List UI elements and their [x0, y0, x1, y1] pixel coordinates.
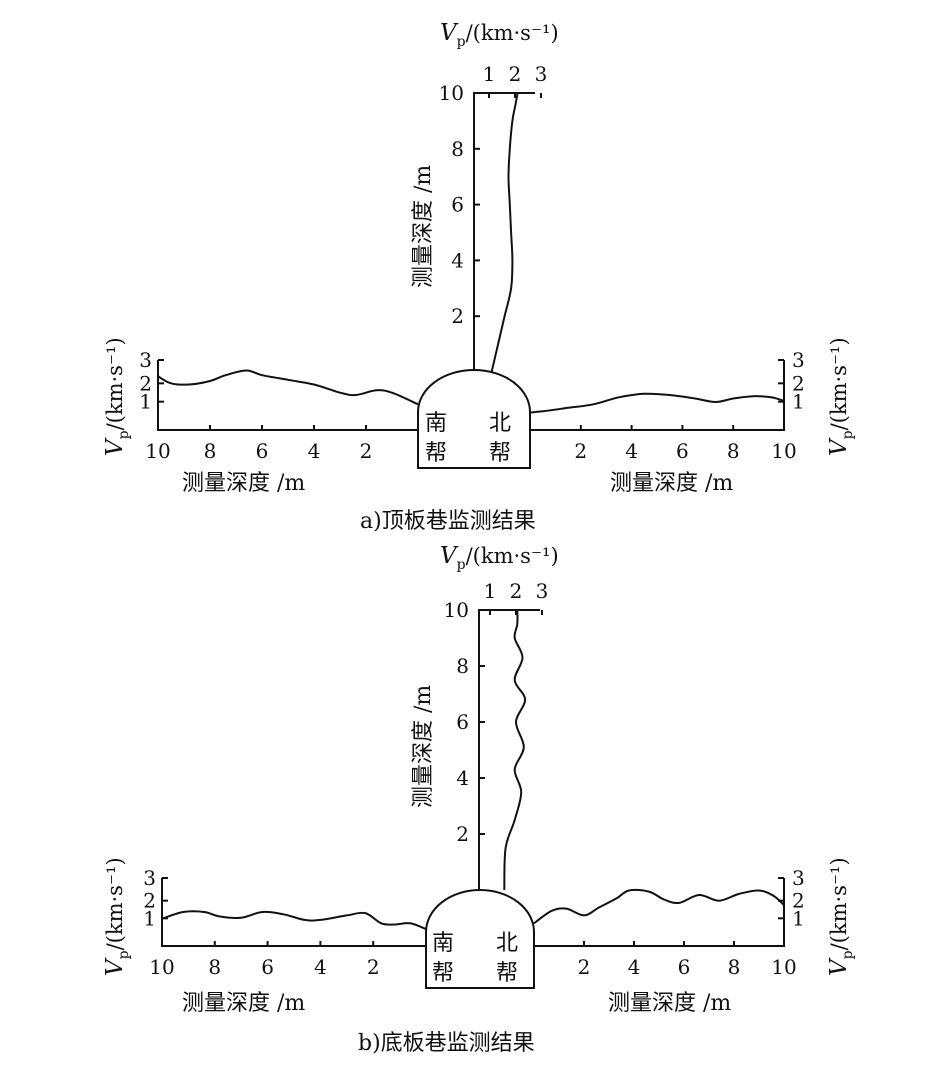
panel-a-left-ytick-label: 3 — [139, 348, 152, 372]
panel-b-north-label-2: 帮 — [496, 961, 518, 986]
panel-b-left-xtick-label: 10 — [149, 955, 174, 979]
panel-b-right-ytick-label: 1 — [792, 906, 805, 930]
panel-a-vertical-ytick-label: 10 — [439, 81, 464, 105]
panel-b-left-ytick-label: 3 — [143, 866, 156, 890]
panel-a-north-label-2: 帮 — [489, 441, 511, 466]
panel-b-right-ytick-label: 3 — [792, 866, 805, 890]
panel-b-right-xtick-label: 6 — [678, 955, 691, 979]
panel-b-left-xtick-label: 8 — [208, 955, 221, 979]
panel-a-right-ytick-label: 1 — [792, 390, 805, 414]
panel-b-south-label-1: 南 — [432, 931, 454, 956]
panel-a-left-xtick-label: 10 — [145, 439, 170, 463]
panel-a-right-depth-label: 测量深度 /m — [610, 471, 733, 496]
panel-b-right-velocity-line — [533, 888, 785, 925]
panel-a-left-depth-label: 测量深度 /m — [182, 471, 305, 496]
panel-b-vertical-ytick-label: 10 — [444, 598, 469, 622]
panel-b-vertical-depth-label: 测量深度 /m — [411, 685, 436, 808]
panel-b-left-unit-label: Vp/(km·s⁻¹) — [102, 857, 132, 976]
panel-a-right-ytick-label: 2 — [792, 371, 805, 395]
panel-a-vertical-xtick-label: 2 — [509, 62, 522, 86]
panel-b-right-depth-label: 测量深度 /m — [608, 991, 731, 1016]
panel-b-right-ytick-label: 2 — [792, 889, 805, 913]
panel-a-right-xtick-label: 4 — [625, 439, 638, 463]
panel-a-right-unit-label: Vp/(km·s⁻¹) — [826, 337, 856, 456]
panel-b-vertical-velocity-line — [503, 609, 527, 891]
panel-b-north-label-1: 北 — [496, 931, 518, 956]
panel-a-vertical-ytick-label: 6 — [451, 193, 464, 217]
panel-a-vertical-depth-label: 测量深度 /m — [411, 165, 436, 288]
panel-a-left-xtick-label: 6 — [256, 439, 269, 463]
panel-b-left-velocity-line — [161, 910, 427, 930]
panel-a-caption: a)顶板巷监测结果 — [360, 509, 536, 534]
panel-b-vertical-ytick-label: 8 — [456, 654, 469, 678]
panel-b-tunnel: 南 帮 北 帮 — [425, 889, 535, 989]
panel-b-caption: b)底板巷监测结果 — [358, 1031, 535, 1056]
panel-b-left-depth-label: 测量深度 /m — [182, 991, 305, 1016]
panel-b-south-label-2: 帮 — [432, 961, 454, 986]
panel-a-south-label-1: 南 — [425, 411, 447, 436]
panel-b-right-xtick-label: 10 — [771, 955, 796, 979]
panel-a-south-label-2: 帮 — [425, 441, 447, 466]
panel-a-tunnel: 南 帮 北 帮 — [417, 369, 531, 469]
panel-b-vertical-xtick-label: 1 — [484, 579, 497, 603]
panel-a-vertical-xtick-label: 1 — [483, 62, 496, 86]
panel-b-right-unit-label: Vp/(km·s⁻¹) — [826, 857, 856, 976]
panel-a-vertical-ytick-label: 8 — [451, 137, 464, 161]
panel-a-right-xtick-label: 2 — [574, 439, 587, 463]
panel-b-right-axis — [534, 878, 785, 947]
panel-b-left-ytick-label: 1 — [143, 906, 156, 930]
panel-a-left-xtick-label: 8 — [204, 439, 217, 463]
panel-b-vertical-ytick-label: 6 — [456, 710, 469, 734]
panel-a-vertical-unit-label: Vp/(km·s⁻¹) — [440, 20, 559, 50]
panel-a-vertical-axis — [473, 92, 535, 372]
panel-a-right-xtick-label: 6 — [676, 439, 689, 463]
panel-b-vertical-ytick-label: 4 — [456, 766, 469, 790]
panel-b-left-xtick-label: 4 — [314, 955, 327, 979]
panel-b-left-xtick-label: 6 — [261, 955, 274, 979]
panel-b-vertical-unit-label: Vp/(km·s⁻¹) — [440, 543, 559, 573]
panel-b-right-xtick-label: 8 — [728, 955, 741, 979]
panel-a-left-xtick-label: 4 — [308, 439, 321, 463]
panel-a-left-velocity-line — [157, 369, 419, 406]
panel-a-left-axis — [157, 360, 418, 431]
panel-b-left-ytick-label: 2 — [143, 889, 156, 913]
panel-b-vertical-axis — [478, 609, 540, 890]
panel-b-vertical-xtick-label: 2 — [510, 579, 523, 603]
panel-b-vertical-ytick-label: 2 — [456, 822, 469, 846]
panel-a-left-ytick-label: 2 — [139, 371, 152, 395]
panel-a-north-label-1: 北 — [489, 411, 511, 436]
panel-b-vertical-xtick-label: 3 — [536, 579, 549, 603]
panel-a-left-xtick-label: 2 — [360, 439, 373, 463]
panel-b-left-xtick-label: 2 — [367, 955, 380, 979]
panel-a-right-xtick-label: 8 — [727, 439, 740, 463]
panel-a-left-unit-label: Vp/(km·s⁻¹) — [102, 337, 132, 456]
panel-a-left-ytick-label: 1 — [139, 390, 152, 414]
panel-a-vertical-ytick-label: 4 — [451, 248, 464, 272]
panel-b-right-xtick-label: 4 — [628, 955, 641, 979]
panel-a-vertical-xtick-label: 3 — [535, 62, 548, 86]
panel-a-right-velocity-line — [529, 392, 785, 414]
panel-b-right-xtick-label: 2 — [578, 955, 591, 979]
panel-a-right-xtick-label: 10 — [771, 439, 796, 463]
panel-a-vertical-velocity-line — [490, 92, 519, 373]
panel-a-vertical-ytick-label: 2 — [451, 304, 464, 328]
panel-a-right-ytick-label: 3 — [792, 348, 805, 372]
